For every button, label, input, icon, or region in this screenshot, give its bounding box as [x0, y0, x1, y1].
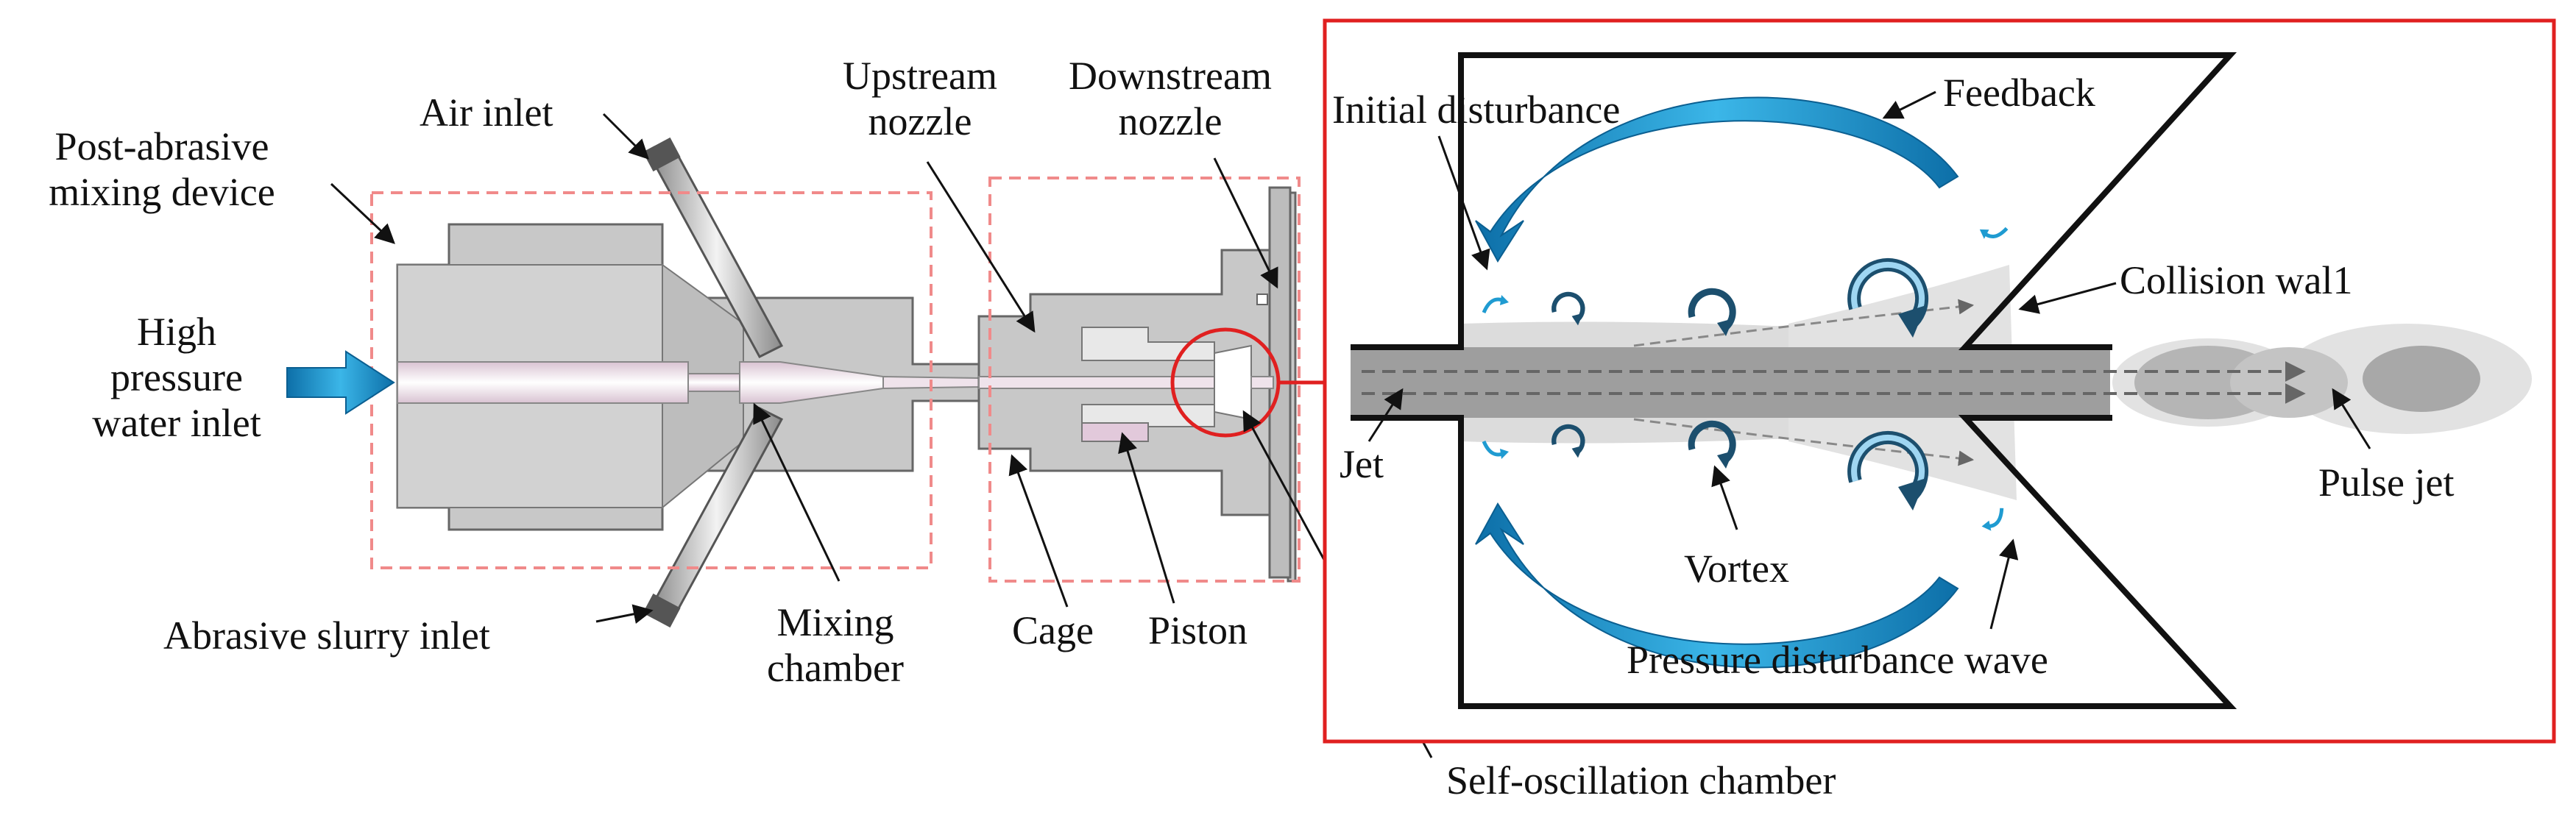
- downstream-nozzle-label: Downstream nozzle: [1030, 53, 1310, 144]
- mixing-device-outline: [370, 191, 933, 569]
- magnified-chamber: [1351, 52, 2532, 709]
- piston-label: Piston: [1148, 608, 1248, 652]
- cage-label: Cage: [1012, 608, 1094, 652]
- high-pressure-label: High pressure water inlet: [44, 309, 309, 446]
- air-inlet-label: Air inlet: [420, 90, 553, 135]
- water-inlet-arrow: [286, 350, 395, 415]
- pulse-jet-label: Pulse jet: [2318, 460, 2455, 505]
- pressure-wave-label: Pressure disturbance wave: [1627, 638, 2048, 682]
- post-abrasive-line2: mixing device: [49, 170, 275, 214]
- high-pressure-line3: water inlet: [92, 401, 261, 445]
- oscillation-nozzle: [977, 177, 1301, 583]
- upstream-nozzle-line1: Upstream: [843, 54, 997, 98]
- high-pressure-line1: High: [137, 310, 216, 354]
- mixing-chamber-line1: Mixing: [776, 600, 894, 644]
- downstream-nozzle-line2: nozzle: [1118, 99, 1222, 143]
- abrasive-slurry-label: Abrasive slurry inlet: [163, 613, 490, 658]
- vortex-label: Vortex: [1684, 547, 1789, 591]
- abrasive-inlet-tube: [643, 407, 784, 628]
- high-pressure-line2: pressure: [110, 355, 243, 399]
- jet-label: Jet: [1340, 442, 1384, 486]
- post-abrasive-line1: Post-abrasive: [54, 124, 269, 168]
- self-oscillation-label: Self-oscillation chamber: [1446, 758, 1836, 803]
- mixing-device: [370, 137, 980, 628]
- mixing-chamber-label: Mixing chamber: [736, 599, 935, 691]
- mixing-chamber-line2: chamber: [767, 646, 904, 690]
- feedback-arrows: [1475, 96, 1959, 669]
- nozzle-outline: [988, 177, 1301, 583]
- air-inlet-tube: [643, 137, 784, 358]
- piston: [1081, 422, 1149, 442]
- post-abrasive-label: Post-abrasive mixing device: [15, 124, 309, 215]
- downstream-nozzle-line1: Downstream: [1069, 54, 1272, 98]
- upstream-nozzle-line2: nozzle: [868, 99, 972, 143]
- upstream-nozzle-label: Upstream nozzle: [810, 53, 1030, 144]
- initial-disturbance-label: Initial disturbance: [1332, 88, 1621, 132]
- collision-wall-label: Collision wal1: [2120, 258, 2353, 302]
- feedback-label: Feedback: [1943, 71, 2095, 115]
